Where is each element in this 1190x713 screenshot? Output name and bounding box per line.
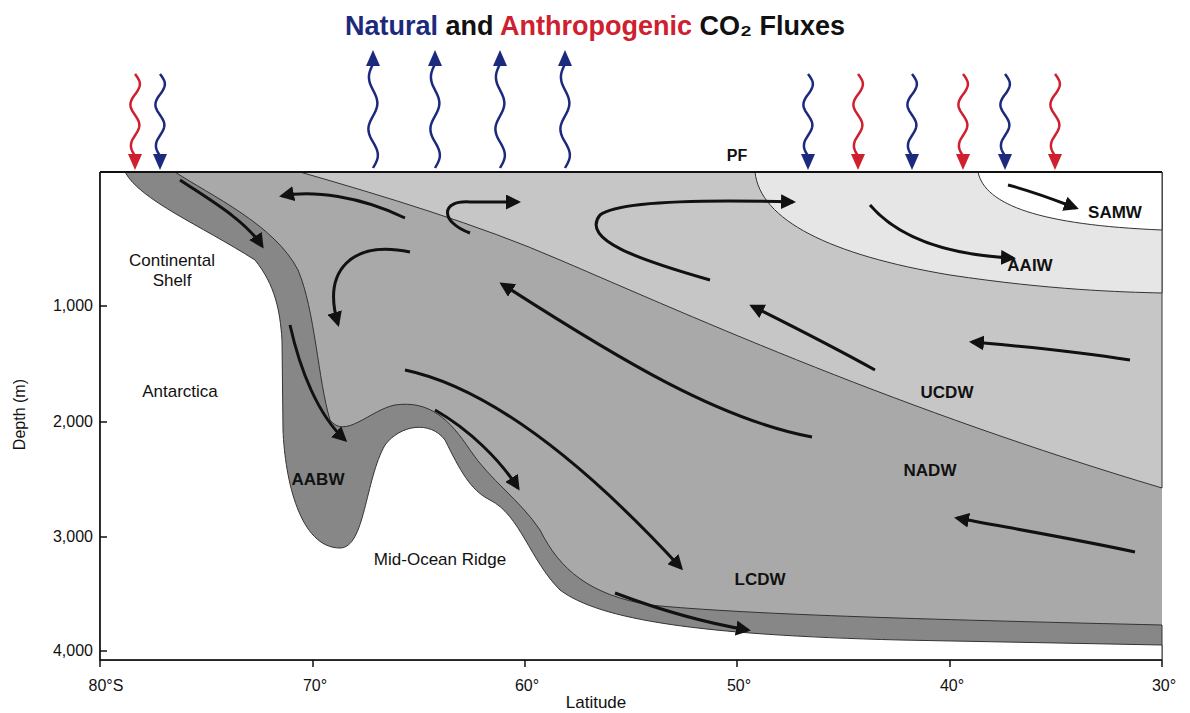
co2-flux-arrows [128, 50, 1062, 170]
land-label: Continental Shelf [117, 251, 227, 292]
tick-label: 4,000 [53, 641, 93, 660]
seafloor-land [100, 172, 1162, 660]
water-mass-name: AAIW [1007, 256, 1052, 276]
flux-wave [130, 74, 140, 156]
title-word: Natural [345, 11, 438, 41]
axis-ticks [100, 306, 1162, 667]
deep-water [100, 172, 1162, 660]
flux-wave [560, 64, 570, 168]
land-label: Antarctica [142, 382, 218, 402]
axis-title: Latitude [566, 693, 627, 713]
tick-label: 2,000 [53, 412, 93, 431]
water-mass-name: UCDW [921, 383, 974, 403]
land-label: Mid-Ocean Ridge [374, 550, 506, 570]
flux-wave [1050, 74, 1060, 156]
flux-arrowhead [366, 50, 380, 66]
flux-wave [495, 64, 505, 168]
flux-wave [430, 64, 440, 168]
title-word: and [445, 11, 493, 41]
tick-label: 40° [940, 676, 964, 695]
flux-wave [958, 74, 968, 156]
flux-wave [907, 74, 917, 156]
flux-wave [803, 74, 813, 156]
water-mass: UCDW [918, 382, 977, 404]
tick-label: 70° [303, 676, 327, 695]
flux-arrowhead [851, 154, 865, 170]
tick-label: 80°S [89, 676, 124, 695]
water-mass: SAMW [1085, 202, 1145, 224]
water-mass-name: NADW [904, 461, 957, 481]
samw-band [978, 172, 1162, 230]
flux-wave [1000, 74, 1010, 156]
water-mass: AABW [289, 469, 348, 491]
tick-label: 3,000 [53, 527, 93, 546]
flux-wave [155, 74, 165, 156]
axis-title: Depth (m) [10, 379, 29, 450]
water-mass-name: AABW [292, 470, 345, 490]
water-mass-name: LCDW [735, 570, 786, 590]
water-mass-name: SAMW [1088, 203, 1142, 223]
flux-arrowhead [801, 154, 815, 170]
flux-wave [853, 74, 863, 156]
water-mass: LCDW [732, 569, 789, 591]
tick-label: 30° [1152, 676, 1176, 695]
tick-label: 60° [515, 676, 539, 695]
flux-arrowhead [905, 154, 919, 170]
tick-label: 50° [727, 676, 751, 695]
flux-arrowhead [956, 154, 970, 170]
front-label: PF [727, 146, 747, 165]
flux-arrowhead [493, 50, 507, 66]
y-axis [99, 172, 101, 661]
aaiw-band [755, 172, 1162, 293]
water-mass: NADW [901, 460, 960, 482]
title-word: Fluxes [760, 11, 846, 41]
flux-arrowhead [128, 154, 142, 170]
sea-surface [100, 171, 1162, 173]
title: Natural and Anthropogenic CO₂ Fluxes [345, 10, 845, 42]
flow-arrows [180, 180, 1135, 630]
x-axis [100, 659, 1162, 661]
flux-wave [368, 64, 378, 168]
aabw-band [100, 172, 1162, 660]
flux-arrowhead [1048, 154, 1062, 170]
flux-arrowhead [998, 154, 1012, 170]
water-mass: AAIW [1004, 255, 1055, 277]
flux-arrowhead [153, 154, 167, 170]
title-word: CO₂ [700, 11, 753, 41]
tick-label: 1,000 [53, 296, 93, 315]
flux-arrowhead [428, 50, 442, 66]
flux-arrowhead [558, 50, 572, 66]
title-word: Anthropogenic [500, 11, 692, 41]
